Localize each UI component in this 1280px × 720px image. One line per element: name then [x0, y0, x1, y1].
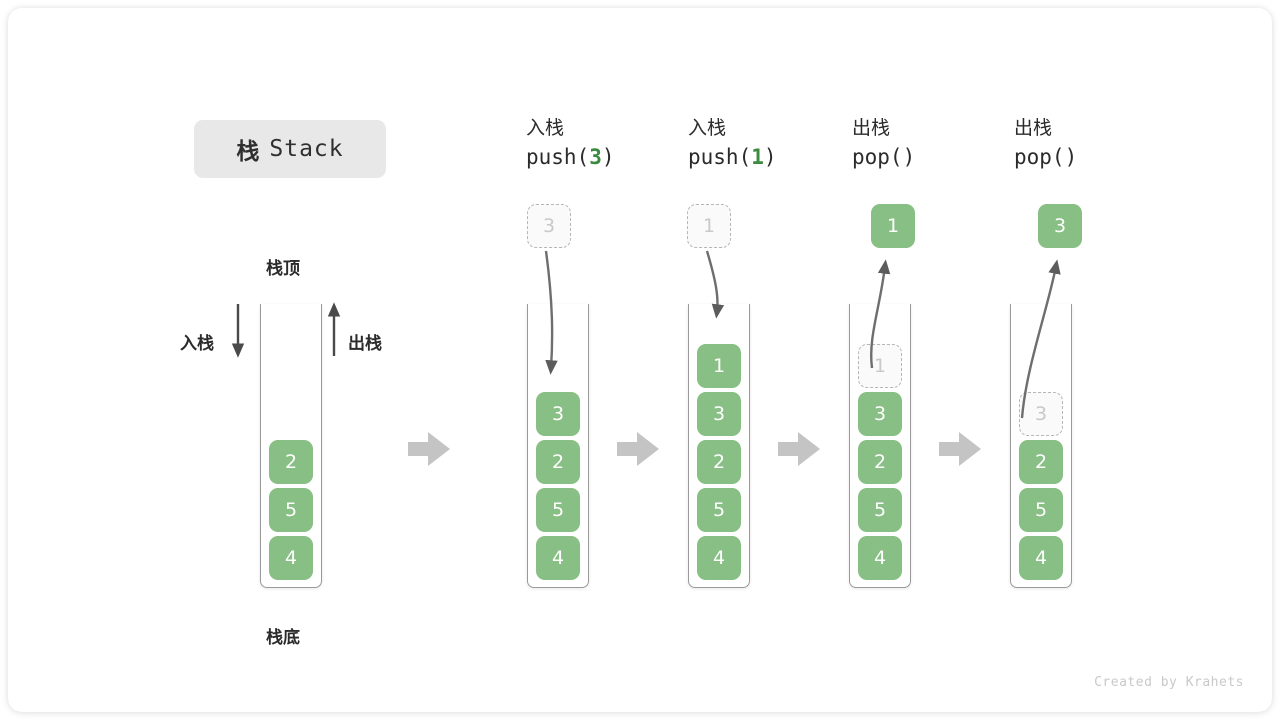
code-suffix: )	[1064, 145, 1078, 169]
stack-after-pop-3: 4 5 2 3	[1010, 304, 1072, 588]
title-badge: 栈 Stack	[194, 120, 386, 178]
title-cn: 栈	[236, 139, 261, 165]
caption-push-1: 入栈 push(1)	[688, 114, 858, 172]
pop-side-label: 出栈	[348, 334, 382, 354]
caption-pop-3: 出栈 pop()	[1014, 114, 1184, 172]
stack-cell: 2	[1019, 440, 1063, 484]
caption-cn: 出栈	[1014, 117, 1053, 139]
stack-cell: 3	[697, 392, 741, 436]
stack-bottom-label: 栈底	[266, 628, 300, 648]
stack-cell: 4	[858, 536, 902, 580]
caption-push-3: 入栈 push(3)	[526, 114, 696, 172]
caption-cn: 入栈	[688, 117, 727, 139]
stack-cell-ghost: 1	[858, 344, 902, 388]
stack-cell: 5	[1019, 488, 1063, 532]
stack-items: 4 5 2 3 1	[850, 344, 910, 584]
caption-cn: 出栈	[852, 117, 891, 139]
transition-arrow	[778, 432, 820, 466]
stack-top-label: 栈顶	[266, 259, 300, 279]
caption-pop-1: 出栈 pop()	[852, 114, 1022, 172]
push-source-box-1: 1	[687, 204, 731, 248]
push-source-box-3: 3	[527, 204, 571, 248]
caption-code: push(3)	[526, 142, 696, 172]
stack-after-push-3: 4 5 2 3	[527, 304, 589, 588]
transition-arrow	[617, 432, 659, 466]
caption-code: pop()	[1014, 142, 1184, 172]
code-suffix: )	[763, 145, 777, 169]
code-suffix: )	[902, 145, 916, 169]
push-flow-arrow-1	[705, 250, 725, 319]
stack-items: 4 5 2 3	[528, 392, 588, 584]
stack-after-pop-1: 4 5 2 3 1	[849, 304, 911, 588]
footer-credit: Created by Krahets	[1094, 675, 1244, 690]
stack-cell: 1	[697, 344, 741, 388]
stack-initial: 4 5 2	[260, 304, 322, 588]
transition-arrow	[939, 432, 981, 466]
stack-cell: 2	[536, 440, 580, 484]
stack-cell: 4	[536, 536, 580, 580]
code-arg: 3	[589, 145, 602, 169]
diagram-canvas: 栈 Stack 栈顶 栈底 入栈 出栈 4 5 2 入栈 push(3) 3 4…	[8, 8, 1272, 712]
stack-cell: 4	[1019, 536, 1063, 580]
caption-cn: 入栈	[526, 117, 565, 139]
transition-arrow	[408, 432, 450, 466]
stack-cell: 5	[536, 488, 580, 532]
code-prefix: pop(	[852, 145, 903, 169]
stack-cell: 5	[269, 488, 313, 532]
code-arg: 1	[751, 145, 764, 169]
stack-cell: 5	[697, 488, 741, 532]
pop-result-box-3: 3	[1038, 204, 1082, 248]
stack-after-push-1: 4 5 2 3 1	[688, 304, 750, 588]
push-side-label: 入栈	[180, 334, 214, 354]
stack-cell: 5	[858, 488, 902, 532]
stack-cell-ghost: 3	[1019, 392, 1063, 436]
caption-code: push(1)	[688, 142, 858, 172]
caption-code: pop()	[852, 142, 1022, 172]
pop-result-box-1: 1	[871, 204, 915, 248]
stack-cell: 3	[536, 392, 580, 436]
stack-cell: 4	[697, 536, 741, 580]
stack-cell: 3	[858, 392, 902, 436]
stack-items: 4 5 2 3	[1011, 392, 1071, 584]
code-prefix: pop(	[1014, 145, 1065, 169]
code-suffix: )	[601, 145, 615, 169]
stack-initial-items: 4 5 2	[261, 440, 321, 584]
code-prefix: push(	[526, 145, 590, 169]
stack-cell: 4	[269, 536, 313, 580]
stack-items: 4 5 2 3 1	[689, 344, 749, 584]
stack-cell: 2	[697, 440, 741, 484]
stack-cell: 2	[858, 440, 902, 484]
code-prefix: push(	[688, 145, 752, 169]
stack-cell: 2	[269, 440, 313, 484]
title-en: Stack	[269, 136, 344, 162]
